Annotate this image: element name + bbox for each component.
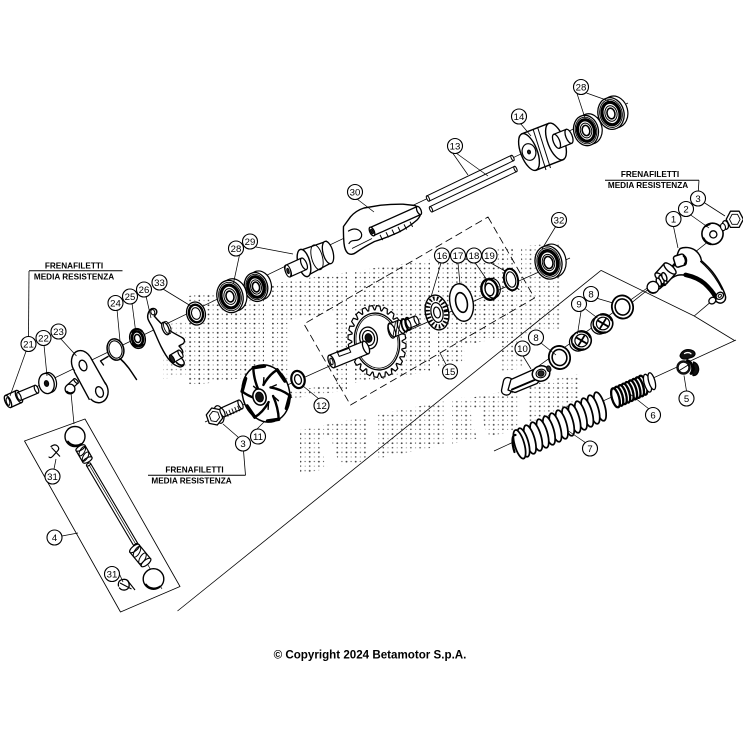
svg-text:9: 9 [576, 299, 581, 310]
svg-text:31: 31 [47, 472, 58, 483]
svg-text:FRENAFILETTI: FRENAFILETTI [45, 262, 103, 271]
svg-text:17: 17 [453, 251, 464, 262]
svg-text:12: 12 [316, 401, 327, 412]
svg-text:6: 6 [650, 410, 655, 421]
svg-text:11: 11 [253, 432, 263, 443]
svg-text:MEDIA RESISTENZA: MEDIA RESISTENZA [151, 477, 231, 486]
svg-text:16: 16 [437, 251, 448, 262]
svg-text:28: 28 [231, 244, 242, 255]
svg-text:7: 7 [587, 444, 592, 455]
svg-text:10: 10 [517, 344, 528, 355]
svg-text:8: 8 [533, 333, 538, 344]
svg-text:1: 1 [671, 214, 676, 225]
svg-text:26: 26 [139, 285, 150, 296]
svg-text:MEDIA RESISTENZA: MEDIA RESISTENZA [608, 181, 688, 190]
svg-text:4: 4 [52, 533, 58, 544]
svg-text:30: 30 [350, 187, 361, 198]
svg-text:33: 33 [154, 278, 165, 289]
svg-text:5: 5 [684, 394, 689, 405]
svg-text:25: 25 [125, 292, 136, 303]
svg-text:8: 8 [588, 289, 593, 300]
svg-text:3: 3 [240, 439, 245, 450]
svg-text:3: 3 [695, 194, 700, 205]
svg-text:FRENAFILETTI: FRENAFILETTI [621, 170, 679, 179]
svg-text:14: 14 [514, 112, 525, 123]
svg-text:24: 24 [110, 298, 121, 309]
svg-text:28: 28 [576, 82, 587, 93]
svg-text:© Copyright 2024 Betamotor S.p: © Copyright 2024 Betamotor S.p.A. [274, 649, 467, 662]
svg-text:31: 31 [107, 569, 118, 580]
svg-text:2: 2 [683, 204, 688, 215]
svg-text:23: 23 [53, 327, 64, 338]
svg-text:32: 32 [554, 215, 565, 226]
svg-text:15: 15 [445, 367, 456, 378]
svg-text:21: 21 [23, 339, 34, 350]
svg-text:29: 29 [245, 237, 256, 248]
svg-text:18: 18 [469, 251, 480, 262]
svg-text:13: 13 [450, 141, 461, 152]
svg-text:19: 19 [484, 251, 495, 262]
svg-text:22: 22 [38, 333, 49, 344]
svg-text:MEDIA RESISTENZA: MEDIA RESISTENZA [34, 273, 114, 282]
svg-text:FRENAFILETTI: FRENAFILETTI [165, 466, 223, 475]
